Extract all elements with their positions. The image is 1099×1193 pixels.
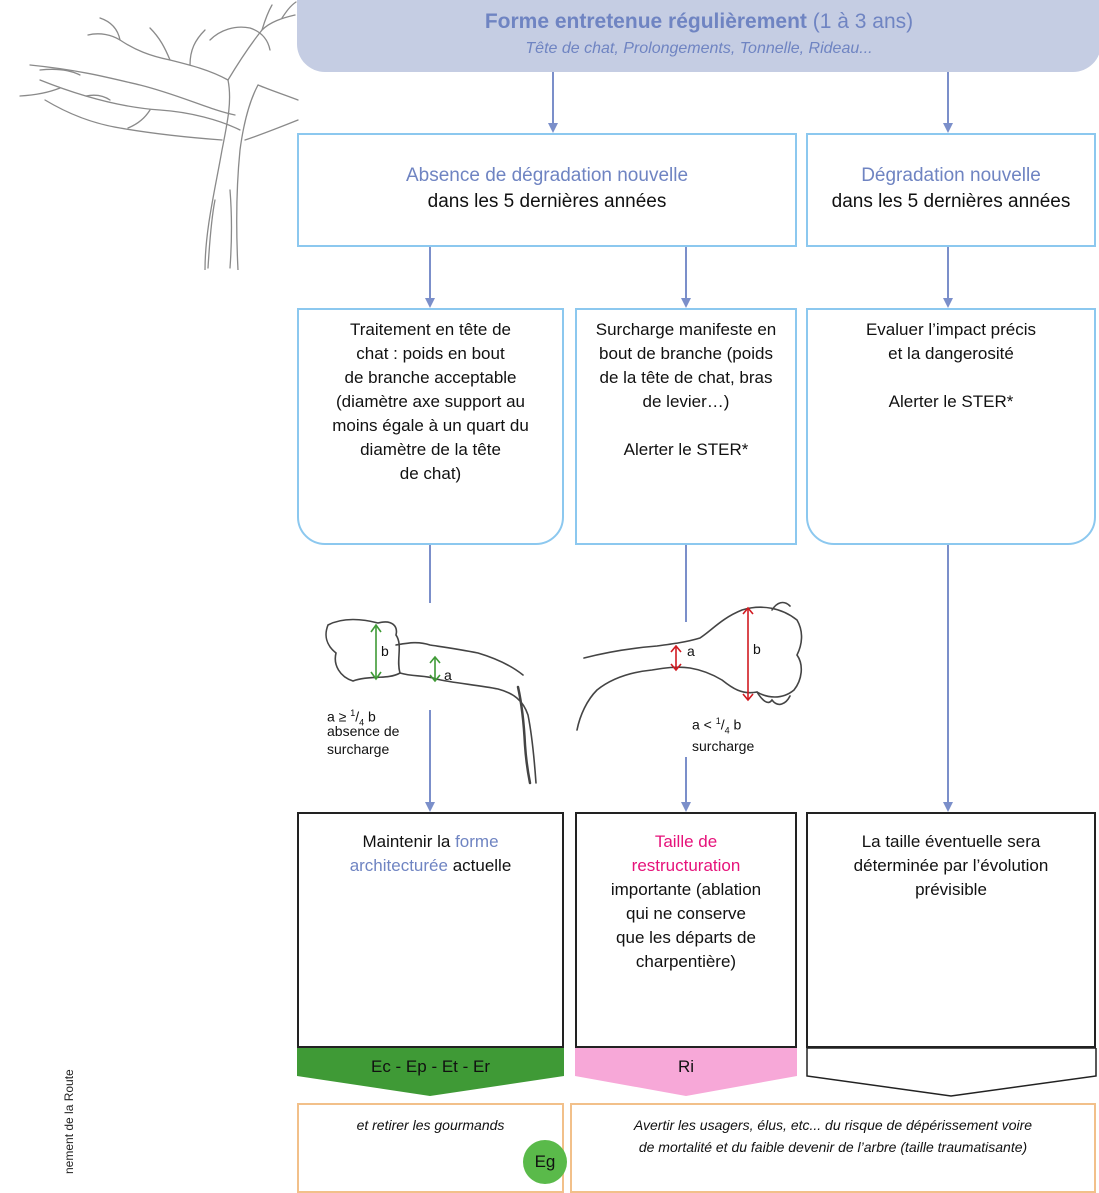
sidebar-vertical-text: nement de la Route bbox=[62, 1069, 76, 1174]
header-title: Forme entretenue régulièrement (1 à 3 an… bbox=[484, 10, 914, 33]
rule-text: b bbox=[729, 716, 742, 733]
col3-line: Evaluer l’impact précis bbox=[865, 320, 1037, 339]
spacer bbox=[575, 414, 797, 438]
col1-line: de branche acceptable bbox=[344, 368, 517, 387]
col2-line: de la tête de chat, bras bbox=[599, 368, 773, 387]
frac-sep: / bbox=[355, 708, 360, 725]
restructuring-title: Taille de bbox=[654, 832, 718, 851]
chevron-badges bbox=[297, 1048, 1097, 1097]
illus-left-label-b: b bbox=[381, 643, 389, 659]
illus-right-rule: a < 1/4 b bbox=[692, 712, 772, 739]
degradation-title: Dégradation nouvelle bbox=[861, 165, 1041, 186]
illus-left-rule: a ≥ 1/4 b bbox=[327, 704, 407, 731]
restructuring-line: charpentière) bbox=[635, 952, 737, 971]
col2-line: bout de branche (poids bbox=[599, 344, 773, 363]
badge-white-shape bbox=[806, 1048, 1097, 1097]
badge-green-shape bbox=[297, 1048, 564, 1096]
note-right-line: Avertir les usagers, élus, etc... du ris… bbox=[633, 1117, 1033, 1133]
degradation-subtitle: dans les 5 dernières années bbox=[831, 191, 1071, 212]
maintain-architected-word: architecturée bbox=[349, 856, 448, 875]
box-eventual-pruning bbox=[806, 812, 1096, 1048]
illus-right-label-b: b bbox=[753, 641, 761, 657]
frac-den: 4 bbox=[359, 717, 365, 728]
frac-num: 1 bbox=[715, 716, 721, 726]
illus-left-note: absence de surcharge bbox=[327, 722, 417, 758]
box-degradation-text: Dégradation nouvelle dans les 5 dernière… bbox=[806, 163, 1096, 215]
badge-ec-ep-et-er: Ec - Ep - Et - Er bbox=[370, 1057, 491, 1076]
restructuring-line: importante (ablation bbox=[610, 880, 762, 899]
maintain-text: Maintenir la bbox=[362, 832, 456, 851]
box-acceptable-weight bbox=[297, 308, 564, 545]
eventual-line: déterminée par l’évolution bbox=[853, 856, 1049, 875]
eg-badge: Eg bbox=[523, 1140, 567, 1184]
rule-text: a < bbox=[692, 716, 716, 733]
badge-ri: Ri bbox=[677, 1057, 695, 1076]
box-degradation bbox=[806, 133, 1096, 247]
overload-text: Surcharge manifeste en bout de branche (… bbox=[575, 318, 797, 462]
col1-line: moins égale à un quart du bbox=[332, 416, 529, 435]
restructuring-line: que les départs de bbox=[616, 928, 756, 947]
col1-line: (diamètre axe support au bbox=[336, 392, 525, 411]
col1-line: diamètre de la tête bbox=[360, 440, 501, 459]
note-line: surcharge bbox=[327, 741, 390, 757]
box-no-degradation-text: Absence de dégradation nouvelle dans les… bbox=[297, 163, 797, 215]
no-degradation-title: Absence de dégradation nouvelle bbox=[405, 165, 689, 186]
restructuring-title: restructuration bbox=[631, 856, 741, 875]
maintain-form-text: Maintenir la forme architecturée actuell… bbox=[297, 830, 564, 878]
maintain-text: actuelle bbox=[447, 856, 512, 875]
tree-sketch-illustration bbox=[19, 1, 299, 270]
restructuring-text: Taille de restructuration importante (ab… bbox=[575, 830, 797, 974]
col1-line: chat : poids en bout bbox=[356, 344, 505, 363]
eventual-pruning-text: La taille éventuelle sera déterminée par… bbox=[806, 830, 1096, 902]
maintain-form-word: forme bbox=[455, 832, 499, 851]
col1-line: de chat) bbox=[399, 464, 462, 483]
note-right-text: Avertir les usagers, élus, etc... du ris… bbox=[570, 1114, 1096, 1158]
eventual-line: prévisible bbox=[915, 880, 987, 899]
eventual-line: La taille éventuelle sera bbox=[861, 832, 1041, 851]
frac-den: 4 bbox=[724, 725, 730, 736]
box-overload bbox=[575, 308, 797, 545]
rule-text: b bbox=[364, 708, 376, 725]
evaluate-impact-text: Evaluer l’impact précis et la dangerosit… bbox=[806, 318, 1096, 414]
rule-text: a ≥ bbox=[327, 708, 351, 725]
col2-alert: Alerter le STER* bbox=[623, 440, 749, 459]
header-banner bbox=[297, 0, 1099, 72]
frac-num: 1 bbox=[350, 708, 356, 718]
branch-sketch-overload bbox=[576, 601, 803, 731]
box-evaluate-impact bbox=[806, 308, 1096, 545]
note-left-text: et retirer les gourmands bbox=[356, 1117, 505, 1133]
col2-line: de levier…) bbox=[642, 392, 730, 411]
badge-pink-shape bbox=[575, 1048, 797, 1096]
note-right-line: de mortalité et du faible devenir de l’a… bbox=[638, 1139, 1028, 1155]
frac-sep: / bbox=[720, 716, 725, 733]
note-line: absence de bbox=[327, 723, 400, 739]
col3-line: et la dangerosité bbox=[888, 344, 1014, 363]
header-subtitle: Tête de chat, Prolongements, Tonnelle, R… bbox=[525, 40, 873, 57]
box-restructuring bbox=[575, 812, 797, 1048]
branch-sketch-acceptable bbox=[325, 618, 537, 785]
spacer bbox=[806, 366, 1096, 390]
illus-right-note: surcharge bbox=[692, 738, 755, 754]
illus-left-label-a: a bbox=[444, 667, 452, 683]
col2-line: Surcharge manifeste en bbox=[595, 320, 777, 339]
col3-alert: Alerter le STER* bbox=[888, 392, 1014, 411]
box-no-degradation bbox=[297, 133, 797, 247]
illus-right-label-a: a bbox=[687, 643, 695, 659]
box-maintain-form bbox=[297, 812, 564, 1048]
acceptable-weight-text: Traitement en tête de chat : poids en bo… bbox=[297, 318, 564, 486]
col1-line: Traitement en tête de bbox=[350, 320, 511, 339]
no-degradation-subtitle: dans les 5 dernières années bbox=[427, 191, 667, 212]
restructuring-line: qui ne conserve bbox=[625, 904, 747, 923]
